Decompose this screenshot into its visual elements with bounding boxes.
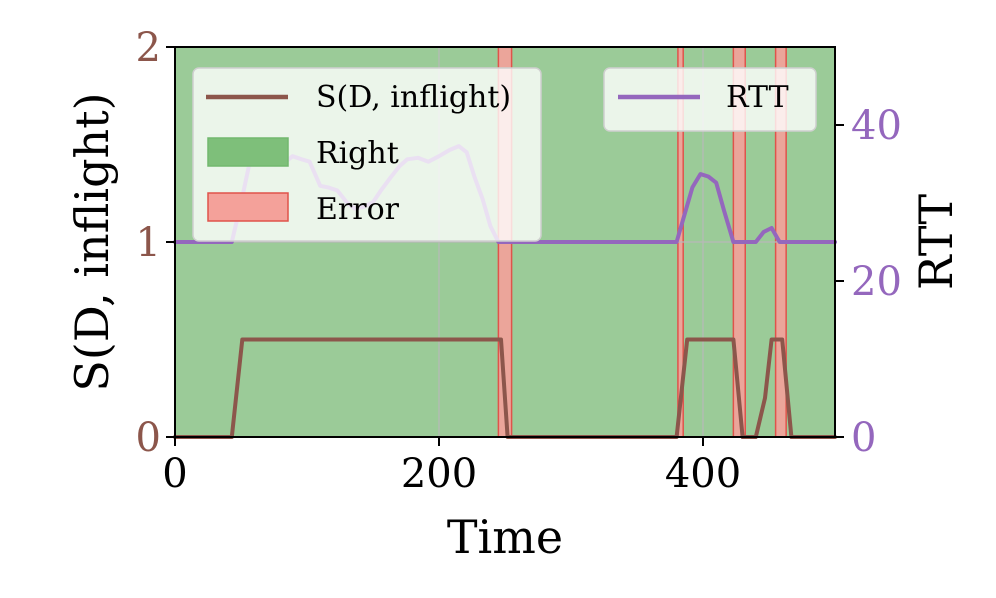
- y-tick-label-0: 0: [136, 415, 161, 461]
- y-tick-label-1: 1: [136, 220, 161, 266]
- series-s-line: [173, 337, 837, 439]
- y-tick-label-2: 2: [136, 25, 161, 71]
- y2-tick-label-2: 40: [851, 103, 902, 149]
- legend-right-label: Right: [316, 136, 399, 171]
- legend-main: S(D, inflight) Right Error: [192, 67, 542, 242]
- legend-s-label: S(D, inflight): [316, 80, 511, 115]
- y2-tick-label-0: 0: [851, 415, 876, 461]
- legend-error-swatch: [207, 192, 289, 222]
- y2-tick-label-1: 20: [851, 259, 902, 305]
- x-axis-title: Time: [447, 510, 563, 564]
- legend-rtt-label: RTT: [726, 80, 789, 115]
- legend-right-swatch: [207, 137, 289, 167]
- legend-error-label: Error: [316, 192, 400, 227]
- x-tick-label-2: 400: [665, 451, 741, 497]
- y2-axis-title: RTT: [909, 194, 963, 290]
- y-axis-title: S(D, inflight): [65, 92, 119, 391]
- legend-rtt: RTT: [603, 67, 817, 132]
- x-tick-label-1: 200: [401, 451, 477, 497]
- x-tick-label-0: 0: [162, 451, 187, 497]
- legend-rtt-box: [603, 67, 817, 132]
